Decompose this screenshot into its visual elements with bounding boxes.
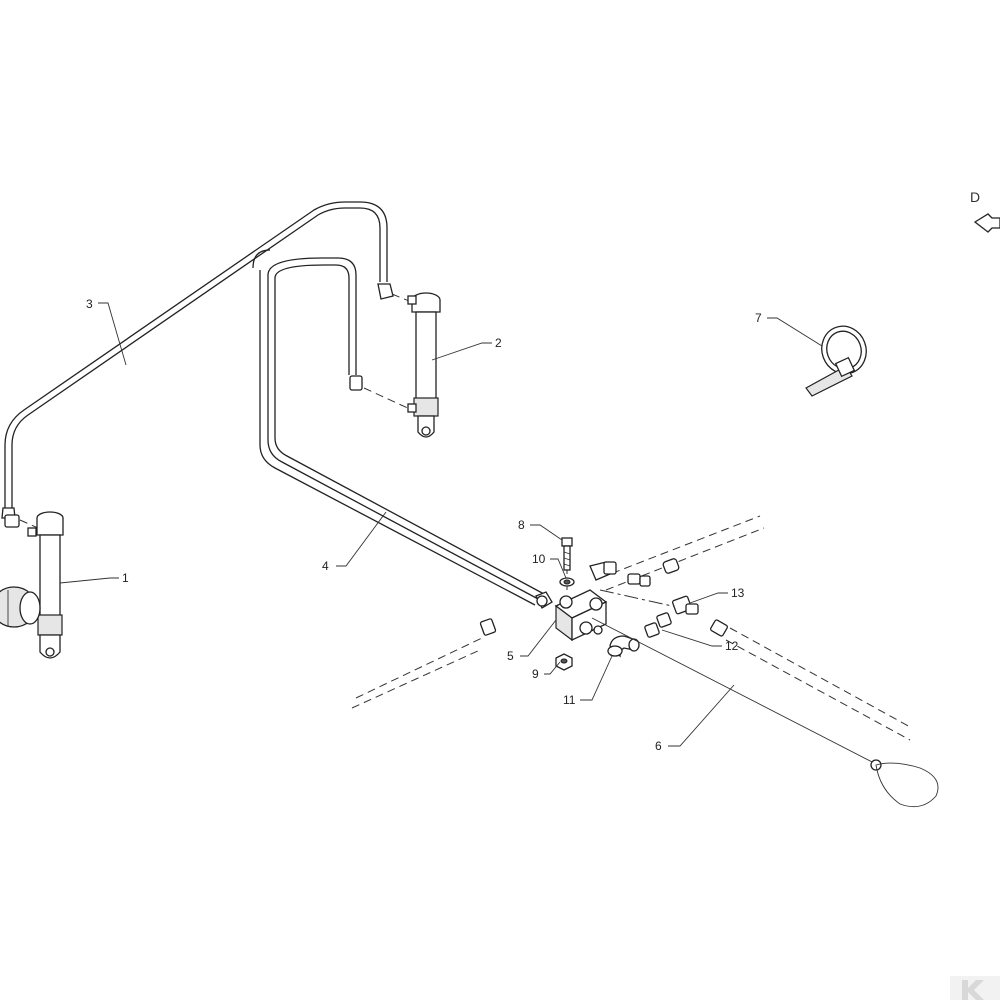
nut-9 [555,653,573,671]
callout-11: 11 [563,693,576,707]
cable-tie-7 [805,325,867,397]
valve-block-5 [554,589,608,642]
hydraulic-cylinder-1 [0,511,64,659]
callout-12: 12 [725,639,739,653]
pipe-3 [1,201,388,519]
callout-3: 3 [86,297,93,311]
tee-fitting-13 [672,595,699,615]
callout-5: 5 [507,649,514,663]
elbow-fitting-11 [607,635,640,658]
bolt-8 [561,537,573,571]
callout-6: 6 [655,739,662,753]
upper-fittings [479,558,680,636]
brand-logo-icon [950,976,1000,1000]
pipe-4 [252,249,545,606]
connection-lines [19,293,913,741]
hydraulic-cylinder-2 [407,292,441,438]
view-direction-indicator: D [970,189,1000,233]
view-direction-arrow-icon [973,213,1000,233]
callout-8: 8 [518,518,525,532]
callout-2: 2 [495,336,502,350]
callout-13: 13 [731,586,745,600]
leader-lines [59,302,823,747]
cable-6 [591,617,939,808]
callout-4: 4 [322,559,329,573]
callout-7: 7 [755,311,762,325]
callout-9: 9 [532,667,539,681]
callout-1: 1 [122,571,129,585]
callout-10: 10 [532,552,546,566]
view-label: D [970,189,980,205]
fittings-12 [644,612,728,638]
washer-10 [559,577,575,587]
callout-labels: 3 2 1 4 7 8 10 5 9 11 12 13 6 [86,297,762,753]
hose-fittings [4,283,553,609]
